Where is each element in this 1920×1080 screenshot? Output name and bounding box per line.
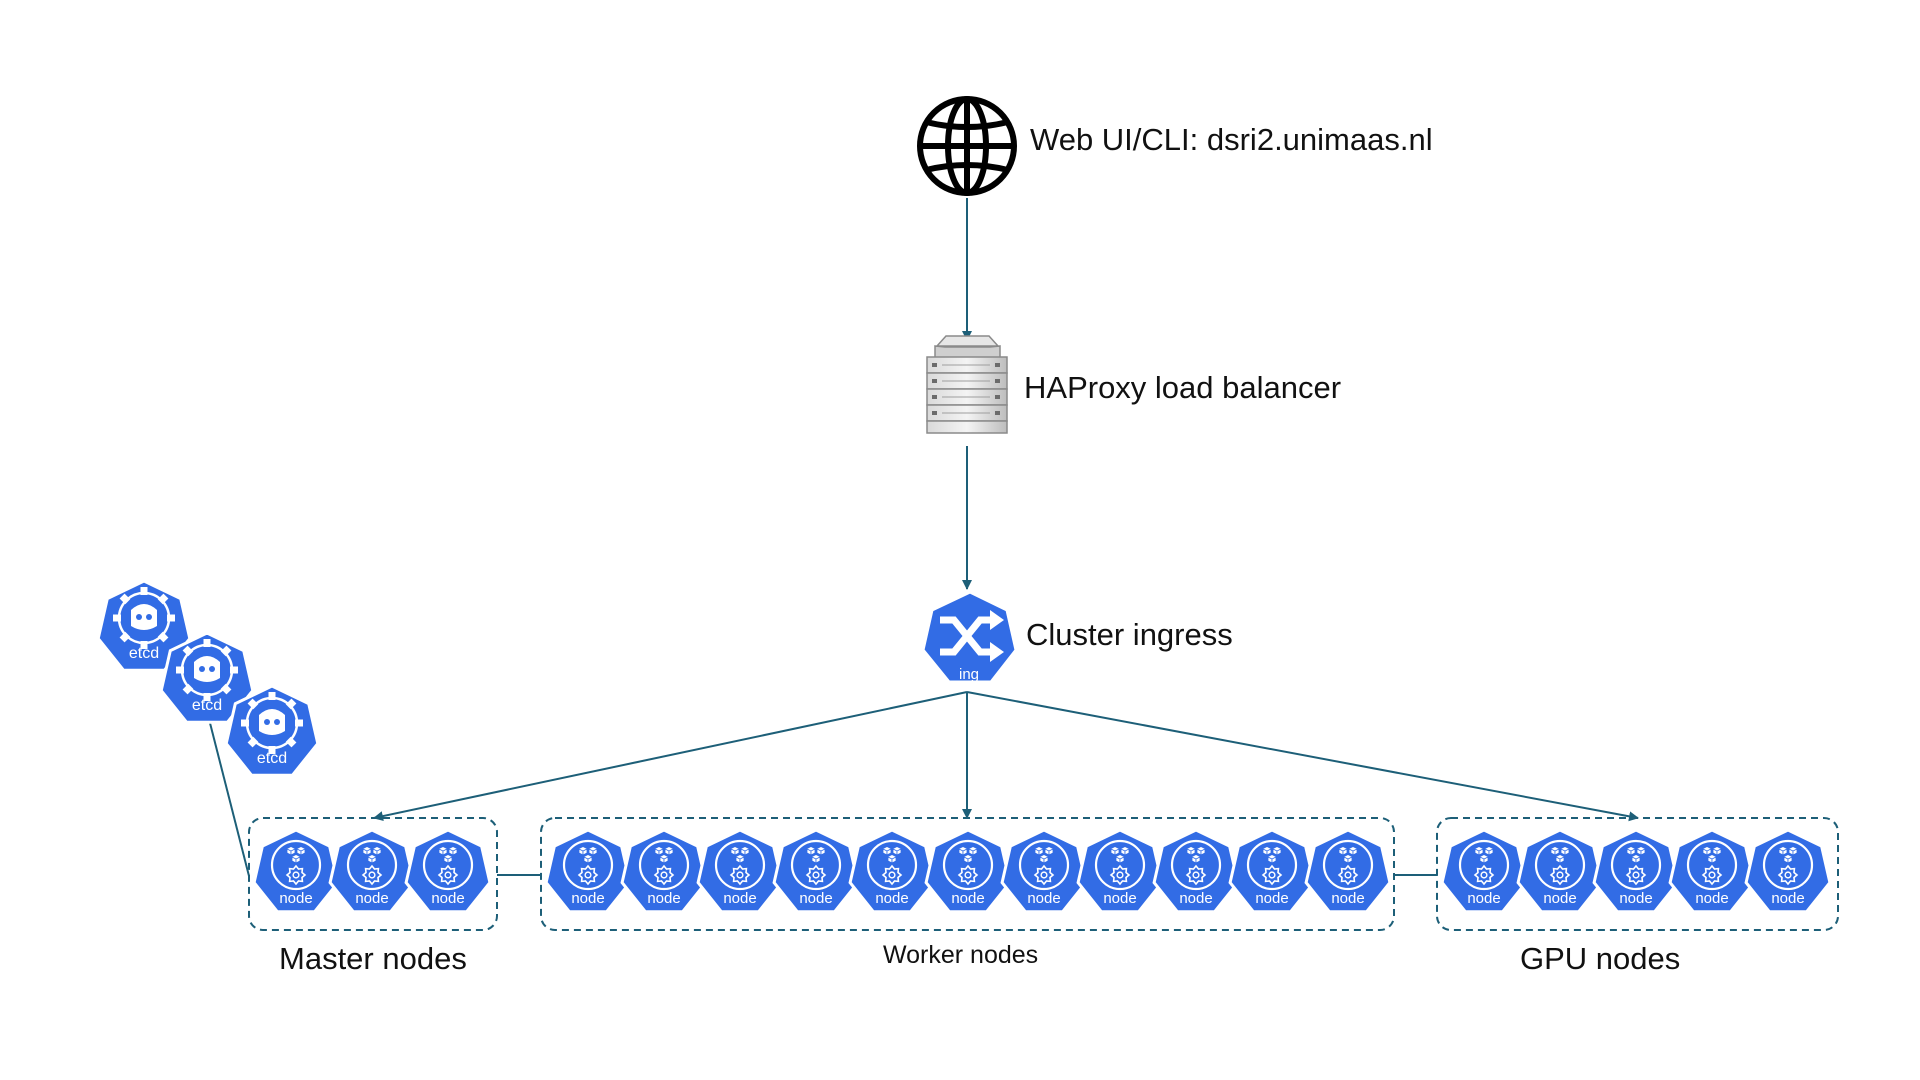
ingress-badge: ing — [959, 666, 979, 683]
arrow-ingress-to-master — [373, 691, 968, 822]
etcd-cluster: etcd etcd etcd — [96, 579, 320, 777]
master-nodes-label: Master nodes — [279, 941, 467, 976]
worker-node-icon: node — [924, 828, 1012, 914]
gpu-nodes-group — [1436, 817, 1839, 931]
etcd-badge: etcd — [192, 697, 222, 714]
node-badge: node — [951, 890, 984, 907]
worker-nodes-label: Worker nodes — [883, 941, 1039, 969]
worker-node-icon: node — [848, 828, 936, 914]
worker-node-icon: node — [1152, 828, 1240, 914]
master-node-icon: node — [404, 828, 492, 914]
node-badge: node — [1331, 890, 1364, 907]
etcd-icon: etcd — [96, 579, 192, 672]
worker-node-icon: node — [1076, 828, 1164, 914]
node-badge: node — [1695, 890, 1728, 907]
worker-node-icon: node — [1000, 828, 1088, 914]
worker-node-icon: node — [1304, 828, 1392, 914]
node-badge: node — [355, 890, 388, 907]
worker-nodes-group — [540, 817, 1395, 931]
node-badge: node — [1771, 890, 1804, 907]
node-badge: node — [1543, 890, 1576, 907]
gpu-node-icon: node — [1440, 828, 1528, 914]
server-rack-icon — [926, 335, 1008, 434]
gpu-node-icon: node — [1516, 828, 1604, 914]
haproxy-label: HAProxy load balancer — [1024, 370, 1342, 405]
node-badge: node — [1467, 890, 1500, 907]
node-badge: node — [431, 890, 464, 907]
node-badge: node — [571, 890, 604, 907]
master-node-icon: node — [328, 828, 416, 914]
connectors — [209, 198, 1639, 877]
etcd-badge: etcd — [129, 645, 159, 662]
node-badge: node — [799, 890, 832, 907]
worker-node-icon: node — [620, 828, 708, 914]
worker-node-icon: node — [544, 828, 632, 914]
globe-icon — [917, 96, 1017, 196]
etcd-icon: etcd — [224, 684, 320, 777]
cluster-ingress-label: Cluster ingress — [1026, 617, 1233, 652]
etcd-icon: etcd — [159, 631, 255, 724]
master-nodes-group — [248, 817, 498, 931]
node-badge: node — [1255, 890, 1288, 907]
node-badge: node — [1103, 890, 1136, 907]
web-ui-label: Web UI/CLI: dsri2.unimaas.nl — [1030, 122, 1433, 157]
arrow-ingress-to-gpu — [966, 691, 1639, 822]
etcd-badge: etcd — [257, 750, 287, 767]
node-badge: node — [723, 890, 756, 907]
node-icons: node node node node node node node node node node… — [252, 828, 1832, 914]
gpu-nodes-label: GPU nodes — [1520, 941, 1681, 976]
node-badge: node — [647, 890, 680, 907]
worker-node-icon: node — [1228, 828, 1316, 914]
worker-node-icon: node — [696, 828, 784, 914]
node-badge: node — [1027, 890, 1060, 907]
gpu-node-icon: node — [1592, 828, 1680, 914]
master-node-icon: node — [252, 828, 340, 914]
node-badge: node — [875, 890, 908, 907]
gpu-node-icon: node — [1668, 828, 1756, 914]
node-badge: node — [1179, 890, 1212, 907]
line-etcd-to-master — [209, 722, 250, 877]
node-badge: node — [1619, 890, 1652, 907]
gpu-node-icon: node — [1744, 828, 1832, 914]
worker-node-icon: node — [772, 828, 860, 914]
node-badge: node — [279, 890, 312, 907]
ingress-shuffle-icon: ing — [921, 590, 1018, 684]
